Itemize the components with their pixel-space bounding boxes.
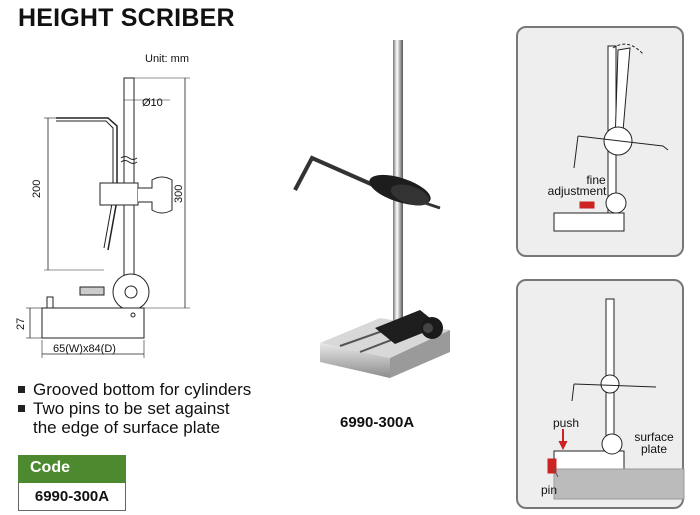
code-header: Code [18, 455, 126, 483]
height-300-label: 300 [173, 185, 185, 203]
code-value: 6990-300A [18, 483, 126, 511]
pin-label: pin [540, 483, 557, 497]
technical-drawing: Unit: mm Ø10 200 300 27 65(W)x84(D) [15, 53, 190, 358]
code-table: Code 6990-300A [18, 455, 126, 511]
feature-list: Grooved bottom for cylinders Two pins to… [16, 380, 251, 437]
plate-label: plate [640, 442, 668, 456]
fine-adjustment-panel: fine adjustment [516, 26, 684, 257]
push-label: push [552, 416, 580, 430]
list-item: Two pins to be set against [16, 399, 251, 418]
base-height-label: 27 [15, 318, 27, 330]
adjustment-label: adjustment [547, 184, 607, 198]
bullet-icon [18, 386, 25, 393]
list-item: Grooved bottom for cylinders [16, 380, 251, 399]
diameter-label: Ø10 [142, 97, 163, 109]
surface-plate-panel: push surface plate pin [516, 279, 685, 509]
unit-label: Unit: mm [145, 53, 189, 65]
list-item-continued: the edge of surface plate [33, 418, 221, 437]
surface-label: surface [634, 430, 674, 444]
product-photo [293, 40, 450, 378]
height-200-label: 200 [31, 180, 43, 198]
model-caption: 6990-300A [340, 414, 415, 431]
fine-label: fine [586, 173, 606, 187]
base-size-label: 65(W)x84(D) [53, 343, 116, 355]
bullet-icon [18, 405, 25, 412]
page-title: HEIGHT SCRIBER [18, 4, 235, 32]
